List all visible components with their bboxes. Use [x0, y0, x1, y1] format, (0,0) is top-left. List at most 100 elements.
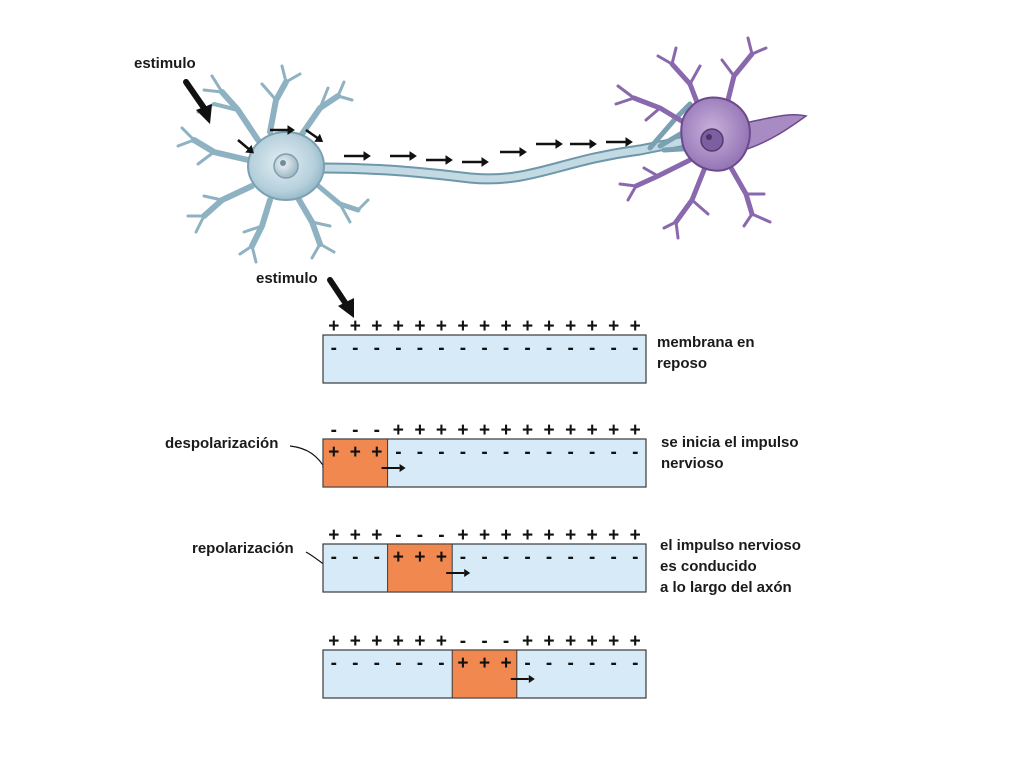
negative-charge: - — [374, 420, 380, 441]
positive-charge: + — [587, 525, 598, 546]
negative-charge: - — [503, 338, 509, 359]
negative-charge: - — [567, 338, 573, 359]
negative-charge: - — [417, 338, 423, 359]
axon-membrane — [322, 543, 647, 593]
negative-charge: - — [524, 547, 530, 568]
positive-charge: + — [414, 547, 425, 568]
negative-charge: - — [567, 442, 573, 463]
stage-caption-2: se inicia el impulso nervioso — [661, 432, 799, 474]
negative-charge: - — [503, 631, 509, 652]
negative-charge: - — [589, 547, 595, 568]
postsynaptic-neuron — [614, 36, 808, 240]
negative-charge: - — [589, 338, 595, 359]
caption-line: el impulso nervioso — [660, 537, 801, 554]
stage-caption-3: el impulso nervioso es conducido a lo la… — [660, 535, 801, 598]
negative-charge: - — [460, 631, 466, 652]
positive-charge: + — [608, 525, 619, 546]
negative-charge: - — [481, 338, 487, 359]
negative-charge: - — [352, 653, 358, 674]
negative-charge: - — [481, 547, 487, 568]
negative-charge: - — [460, 442, 466, 463]
positive-charge: + — [414, 316, 425, 337]
positive-charge: + — [479, 653, 490, 674]
stimulus-arrow-top — [183, 79, 212, 124]
negative-charge: - — [546, 547, 552, 568]
caption-line: reposo — [657, 355, 708, 372]
negative-charge: - — [417, 525, 423, 546]
positive-charge: + — [608, 631, 619, 652]
impulse-arrow — [446, 569, 471, 577]
stage-caption-1: membrana en reposo — [657, 332, 755, 374]
positive-charge: + — [630, 420, 641, 441]
negative-charge: - — [632, 338, 638, 359]
negative-charge: - — [374, 338, 380, 359]
positive-charge: + — [393, 316, 404, 337]
presynaptic-neuron — [176, 64, 719, 264]
negative-charge: - — [567, 547, 573, 568]
negative-charge: - — [481, 442, 487, 463]
depolarized-region — [387, 543, 453, 593]
positive-charge: + — [608, 316, 619, 337]
positive-charge: + — [522, 631, 533, 652]
positive-charge: + — [436, 316, 447, 337]
positive-charge: + — [414, 631, 425, 652]
negative-charge: - — [524, 442, 530, 463]
positive-charge: + — [393, 420, 404, 441]
negative-charge: - — [438, 525, 444, 546]
negative-charge: - — [460, 338, 466, 359]
positive-charge: + — [522, 316, 533, 337]
negative-charge: - — [438, 338, 444, 359]
positive-charge: + — [371, 442, 382, 463]
negative-charge: - — [374, 547, 380, 568]
negative-charge: - — [417, 653, 423, 674]
positive-charge: + — [500, 525, 511, 546]
negative-charge: - — [589, 442, 595, 463]
negative-charge: - — [524, 338, 530, 359]
negative-charge: - — [395, 525, 401, 546]
positive-charge: + — [544, 631, 555, 652]
positive-charge: + — [630, 631, 641, 652]
positive-charge: + — [457, 525, 468, 546]
depolarized-region — [451, 649, 518, 699]
negative-charge: - — [352, 547, 358, 568]
positive-charge: + — [479, 420, 490, 441]
caption-line: es conducido — [660, 558, 757, 575]
negative-charge: - — [611, 547, 617, 568]
positive-charge: + — [436, 631, 447, 652]
caption-line: se inicia el impulso — [661, 434, 799, 451]
membrane-stage: ---+++++++++++++++------------ — [322, 420, 647, 488]
caption-line: a lo largo del axón — [660, 579, 792, 596]
negative-charge: - — [503, 442, 509, 463]
positive-charge: + — [328, 525, 339, 546]
positive-charge: + — [565, 316, 576, 337]
negative-charge: - — [524, 653, 530, 674]
negative-charge: - — [395, 338, 401, 359]
negative-charge: - — [352, 338, 358, 359]
positive-charge: + — [457, 653, 468, 674]
positive-charge: + — [328, 442, 339, 463]
depolarization-label: despolarización — [165, 435, 279, 452]
stimulus-label-top: estimulo — [134, 55, 196, 72]
membrane-stages: +++++++++++++++------------------+++++++… — [322, 316, 647, 699]
stimulus-label-bottom: estimulo — [256, 270, 318, 287]
negative-charge: - — [352, 420, 358, 441]
positive-charge: + — [630, 525, 641, 546]
positive-charge: + — [350, 631, 361, 652]
negative-charge: - — [503, 547, 509, 568]
positive-charge: + — [328, 316, 339, 337]
positive-charge: + — [522, 525, 533, 546]
positive-charge: + — [587, 316, 598, 337]
positive-charge: + — [350, 442, 361, 463]
positive-charge: + — [544, 420, 555, 441]
membrane-stage: +++++++++++++++--------------- — [322, 316, 647, 384]
membrane-stage: ++++++---++++++------+++------ — [322, 631, 647, 699]
depolarized-region — [322, 438, 389, 488]
negative-charge: - — [331, 338, 337, 359]
negative-charge: - — [611, 442, 617, 463]
positive-charge: + — [522, 420, 533, 441]
negative-charge: - — [546, 442, 552, 463]
positive-charge: + — [371, 631, 382, 652]
positive-charge: + — [587, 420, 598, 441]
negative-charge: - — [632, 442, 638, 463]
